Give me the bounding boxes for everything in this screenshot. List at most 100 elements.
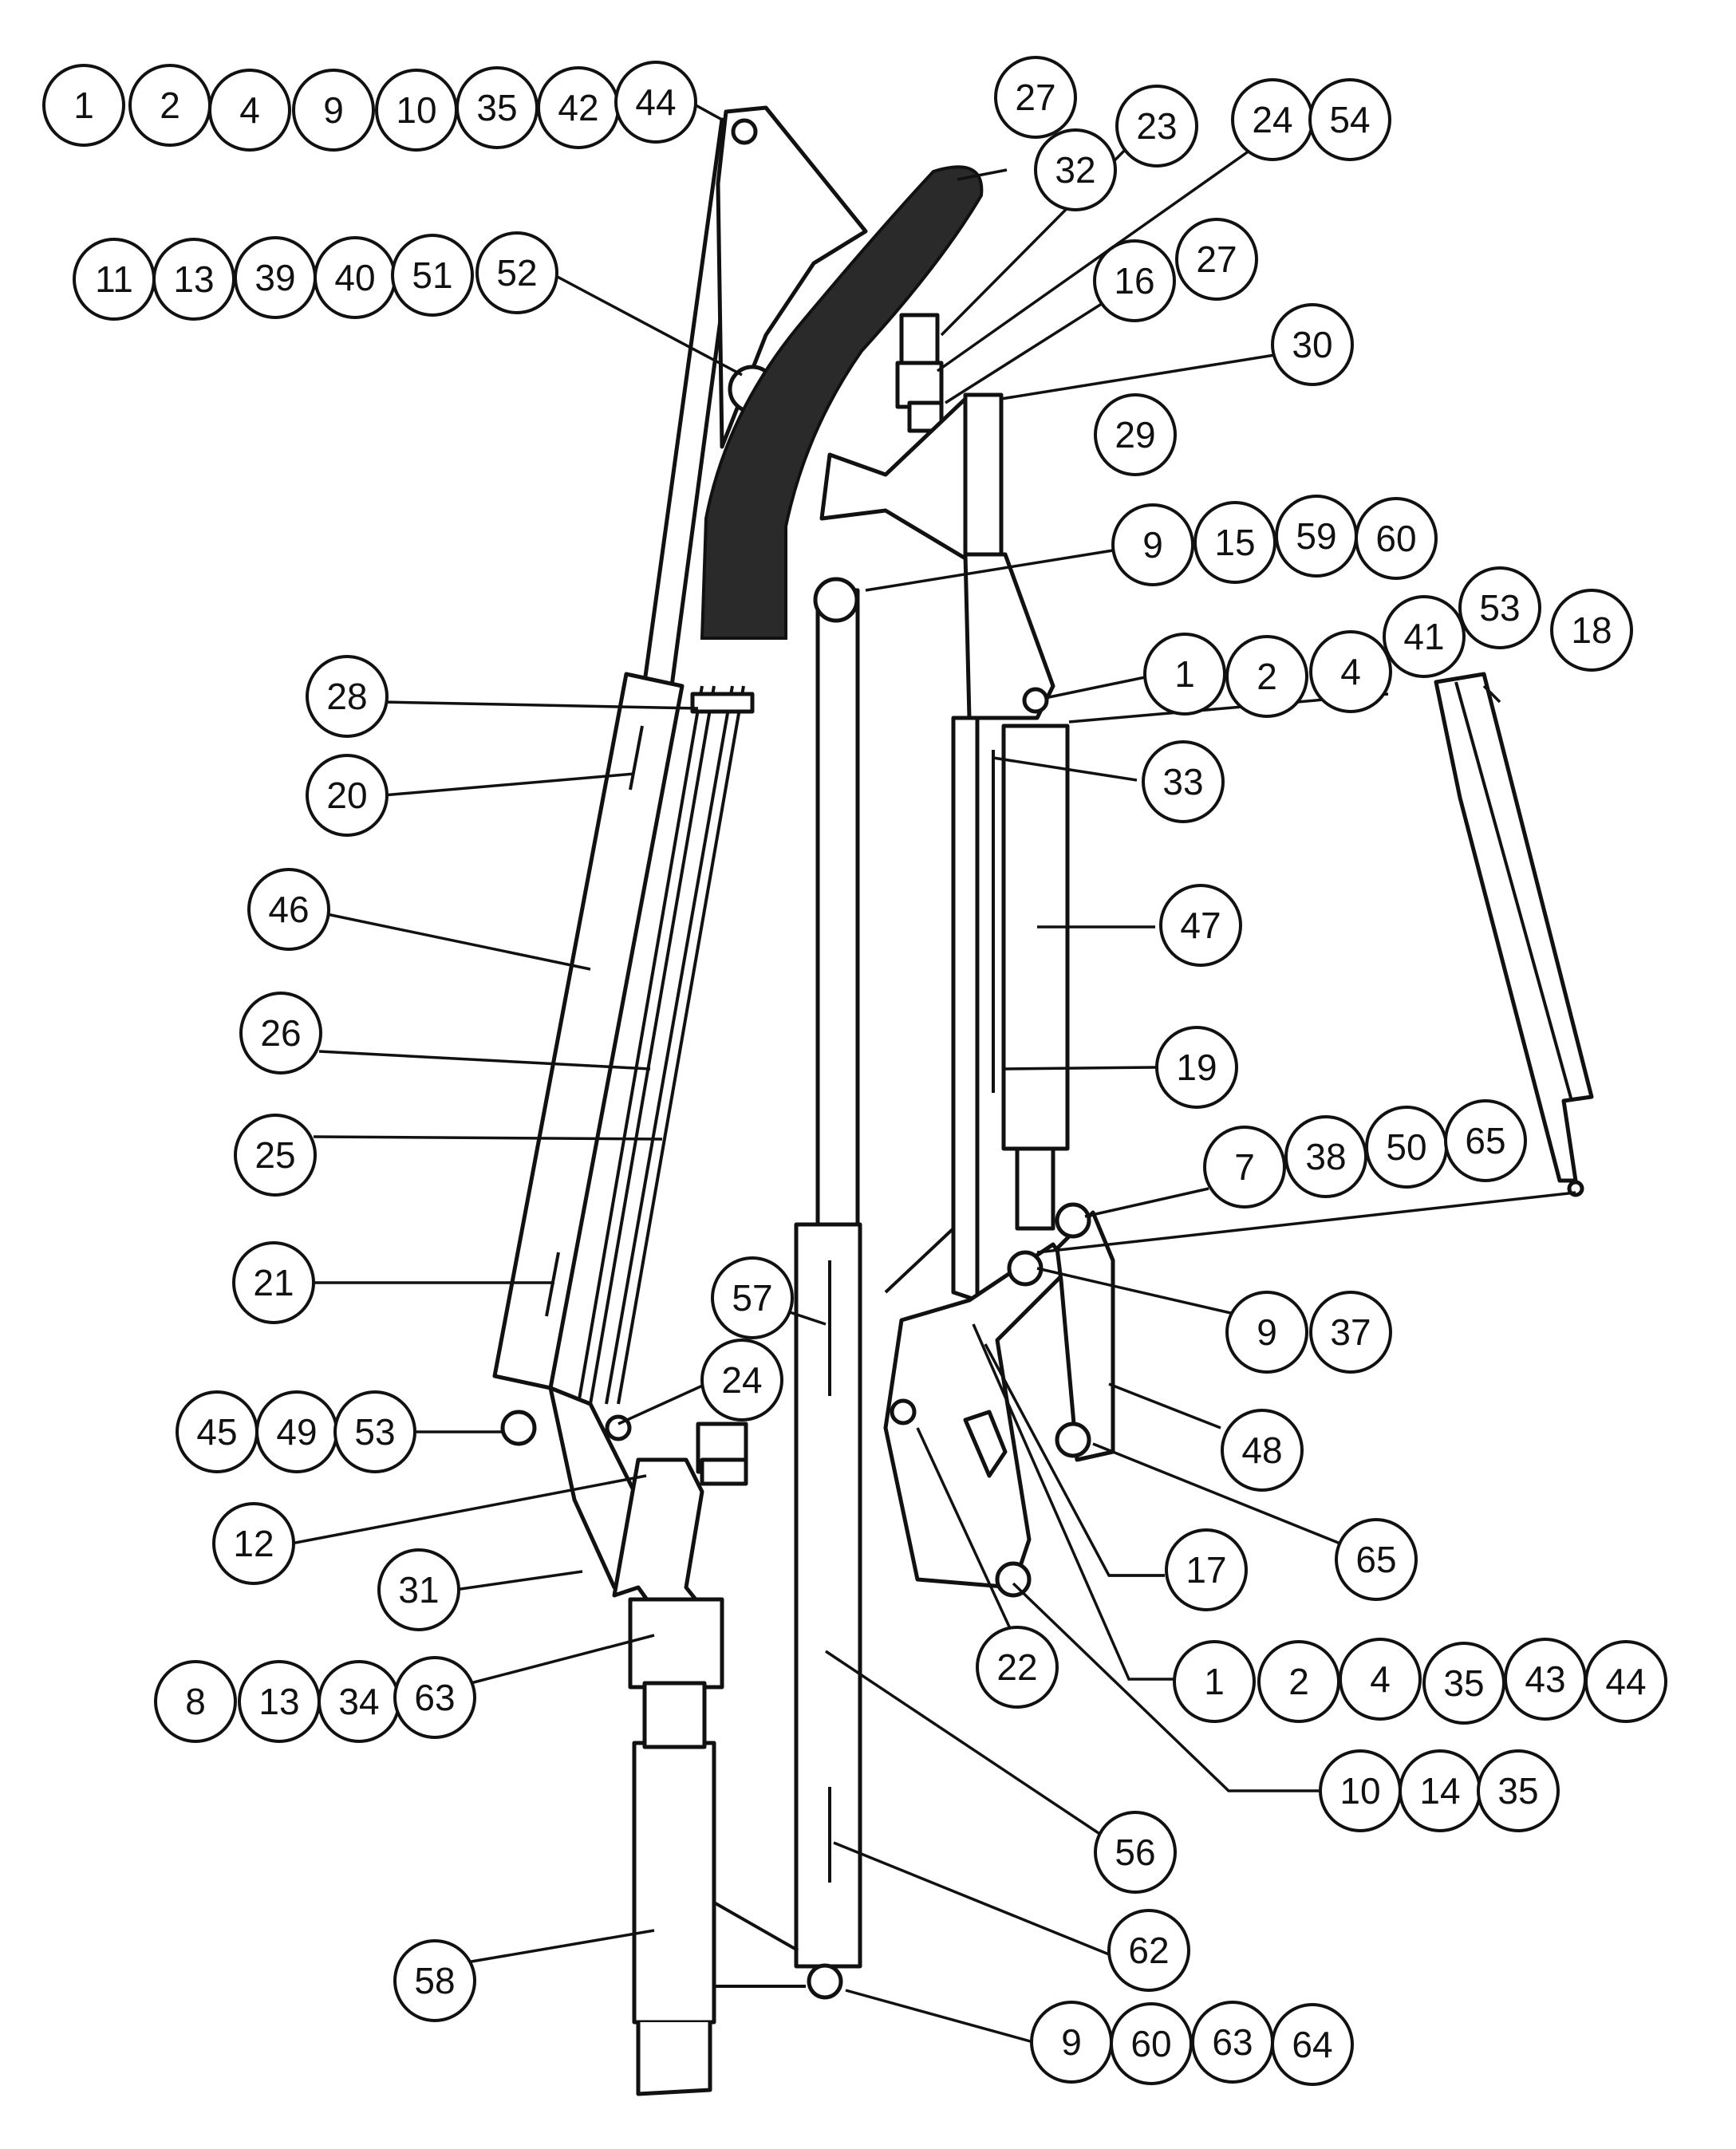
callout-number: 56 xyxy=(1115,1832,1155,1873)
callout-number: 40 xyxy=(334,257,375,298)
callout-number: 24 xyxy=(721,1359,762,1401)
callout-number: 35 xyxy=(1497,1770,1538,1812)
callout-balloon xyxy=(1173,1640,1256,1723)
callout-number: 13 xyxy=(258,1681,299,1722)
callout-number: 22 xyxy=(996,1646,1037,1688)
leader-line xyxy=(789,1311,827,1326)
pin-lower-right xyxy=(995,1561,1032,1598)
callout-number: 1 xyxy=(73,85,94,126)
callout-balloon xyxy=(1194,501,1276,584)
pin-9-lower xyxy=(1007,1250,1044,1287)
callout-number: 30 xyxy=(1292,324,1332,365)
callout-balloon xyxy=(1094,393,1177,476)
callout-balloon xyxy=(1110,2002,1193,2085)
callout-number: 32 xyxy=(1055,149,1095,191)
callout-balloon xyxy=(475,231,558,314)
callout-balloon xyxy=(154,1660,237,1743)
leader-line xyxy=(1084,1187,1209,1218)
callout-number: 9 xyxy=(323,89,344,131)
callout-row11: 9 60 63 64 xyxy=(1030,2001,1354,2086)
fitting-23 xyxy=(899,313,940,365)
upright-pin xyxy=(1022,687,1049,714)
callout-balloon xyxy=(994,56,1077,139)
leader-line xyxy=(554,274,743,377)
callout-balloon xyxy=(1308,78,1391,161)
callout-number: 38 xyxy=(1305,1136,1346,1177)
boom-head-bracket xyxy=(716,105,868,449)
callout-balloon xyxy=(208,69,291,152)
callout-number: 33 xyxy=(1162,761,1203,802)
callout-balloon xyxy=(1309,630,1392,713)
plate-mount xyxy=(963,1410,1008,1478)
callout-number: 37 xyxy=(1330,1311,1371,1353)
callout-row7: 45 49 53 xyxy=(176,1390,416,1473)
callout-row1: 1 2 4 9 10 35 42 44 xyxy=(42,61,697,152)
rod-18-line xyxy=(1454,681,1573,1102)
callout-balloon xyxy=(1271,303,1354,386)
hose-25 xyxy=(605,685,734,1405)
callout-number: 21 xyxy=(253,1262,294,1303)
callout-number: 35 xyxy=(1443,1662,1484,1704)
callout-number: 18 xyxy=(1571,609,1612,651)
callout-number: 15 xyxy=(1214,522,1255,563)
callout-number: 43 xyxy=(1525,1658,1565,1700)
callout-number: 53 xyxy=(1479,587,1520,629)
callout-number: 65 xyxy=(1355,1539,1396,1580)
leader-line xyxy=(322,912,591,971)
callout-row3: 9 15 59 60 xyxy=(1111,495,1438,586)
callout-number: 4 xyxy=(1370,1658,1391,1700)
callout-balloon xyxy=(391,234,474,317)
callout-balloon xyxy=(393,1939,476,2022)
callout-number: 59 xyxy=(1296,515,1336,557)
leader-line xyxy=(916,1427,1015,1636)
callout-balloon xyxy=(247,868,330,951)
callout-number: 2 xyxy=(1288,1661,1309,1702)
connector-12b xyxy=(700,1457,748,1486)
leader-line xyxy=(1000,353,1276,400)
callout-row9: 1 2 4 35 43 44 xyxy=(1173,1638,1667,1725)
callout-balloon xyxy=(377,1548,460,1631)
callout-balloon xyxy=(1271,2003,1354,2086)
callout-number: 65 xyxy=(1465,1120,1505,1161)
callout-number: 41 xyxy=(1403,616,1444,657)
callout-balloon xyxy=(232,1241,315,1324)
callout-balloon xyxy=(711,1256,794,1339)
callout-balloon xyxy=(1175,218,1258,301)
callout-balloon xyxy=(1094,1811,1177,1894)
callout-number: 47 xyxy=(1180,905,1221,946)
callout-balloon xyxy=(306,754,389,837)
callout-balloon xyxy=(614,61,697,144)
slot-20 xyxy=(629,725,644,791)
callout-number: 13 xyxy=(173,258,214,300)
callout-number: 1 xyxy=(1174,653,1195,695)
upright-30 xyxy=(963,392,1004,557)
bottom-pin xyxy=(807,1963,843,2000)
callout-balloon xyxy=(1203,1126,1286,1209)
bolt-22 xyxy=(890,1398,917,1425)
callout-balloon xyxy=(1422,1642,1505,1725)
callout-row10: 10 14 35 xyxy=(1319,1749,1560,1832)
leader-line xyxy=(833,1841,1114,1958)
callout-number: 23 xyxy=(1136,105,1177,147)
right-frame xyxy=(951,716,980,1303)
leader-line xyxy=(313,1135,663,1141)
callout-balloon xyxy=(234,1114,317,1197)
pin-7 xyxy=(1055,1202,1091,1239)
callout-balloon xyxy=(1444,1099,1527,1182)
center-top-pin xyxy=(813,577,859,623)
callout-balloon xyxy=(1309,1291,1392,1374)
callout-row5: 7 38 50 65 xyxy=(1203,1099,1527,1209)
callout-row2: 11 13 39 40 51 52 xyxy=(73,231,558,321)
brace-lower xyxy=(713,1901,799,1952)
leader-line xyxy=(1044,675,1150,700)
callout-balloon xyxy=(1142,740,1225,823)
leader-line xyxy=(945,294,1116,404)
callout-balloon xyxy=(1093,239,1176,322)
frame-diag xyxy=(884,1227,955,1294)
callouts: 1 2 4 9 10 35 42 44 27 23 24 54 32 11 13… xyxy=(42,56,1667,2086)
leader-line xyxy=(466,1929,655,1964)
callout-number: 27 xyxy=(1196,239,1237,280)
center-rod xyxy=(815,588,860,1231)
leader-line xyxy=(984,1343,1165,1577)
callout-balloon xyxy=(1477,1749,1560,1832)
